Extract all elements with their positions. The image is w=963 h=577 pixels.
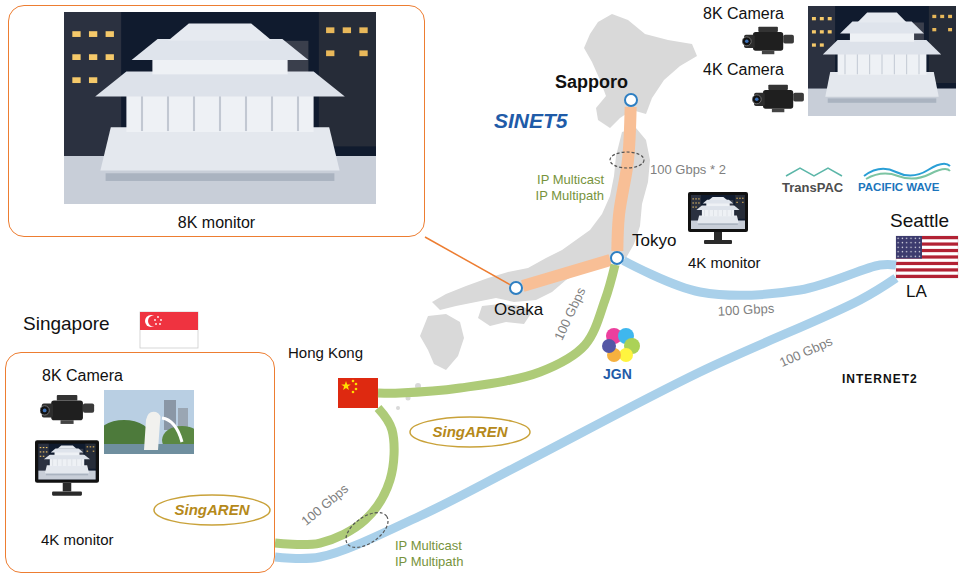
singaren-logo xyxy=(154,495,270,525)
china-flag xyxy=(352,380,358,394)
singapore-flag xyxy=(160,319,162,321)
network-logo: TransPAC xyxy=(782,180,843,196)
city-name: LA xyxy=(906,282,927,302)
china-flag xyxy=(341,381,351,390)
singapore-flag xyxy=(154,316,162,325)
network-logo: INTERNET2 xyxy=(842,372,918,386)
network-logo: PACIFIC WAVE xyxy=(858,181,939,195)
us-flag xyxy=(896,236,922,259)
camera-icon xyxy=(742,27,794,55)
monitor-caption: 8K monitor xyxy=(9,214,424,232)
bandwidth-label: 100 Gbps xyxy=(551,285,589,343)
city-node: Osaka xyxy=(509,281,523,295)
sinet-link xyxy=(523,260,611,286)
pacific-wave-logo xyxy=(864,164,950,179)
network-logo: JGN xyxy=(603,366,632,383)
callout-pointer xyxy=(425,237,510,285)
city-name: Hong Kong xyxy=(288,344,363,361)
singapore-flag xyxy=(154,319,156,321)
singapore-flag xyxy=(148,316,159,327)
singaren-link xyxy=(275,408,394,545)
jgn-logo xyxy=(619,348,633,362)
singapore-flag xyxy=(140,312,198,348)
us-flag xyxy=(896,236,958,278)
site-name: Singapore xyxy=(23,313,110,335)
monitor-photo xyxy=(64,12,376,204)
device-label: 4K Camera xyxy=(703,60,784,79)
jgn-logo xyxy=(602,339,616,353)
pacific-wave-logo xyxy=(866,169,950,179)
internet2-link xyxy=(275,278,896,559)
city-name: Osaka xyxy=(494,300,543,320)
bundle-ellipse xyxy=(610,152,644,168)
bundle-ellipse xyxy=(340,506,394,555)
protocol-note: IP Multicast IP Multipath xyxy=(395,538,471,569)
callout-box: 8K monitor xyxy=(8,5,425,237)
transpac-logo xyxy=(786,168,842,176)
japan-map xyxy=(396,406,400,410)
china-flag xyxy=(352,380,355,383)
city-name: Seattle xyxy=(890,210,949,232)
device-label: 8K Camera xyxy=(703,4,784,23)
jgn-logo xyxy=(602,328,640,362)
china-flag xyxy=(338,378,378,408)
jgn-link xyxy=(378,265,615,393)
china-flag xyxy=(338,378,378,408)
us-flag xyxy=(896,236,958,278)
monitor-icon xyxy=(688,192,748,244)
flag-node: Hong Kong xyxy=(338,378,378,408)
singapore-flag xyxy=(159,323,161,325)
city-name: Tokyo xyxy=(632,231,676,251)
connector-group xyxy=(275,107,896,559)
us-flag xyxy=(896,268,958,271)
bandwidth-label: 100 Gbps xyxy=(777,333,835,370)
us-flag xyxy=(896,236,958,278)
japan-map xyxy=(420,314,464,370)
network-logo: SingAREN xyxy=(175,501,250,519)
protocol-note: IP Multicast IP Multipath xyxy=(528,172,604,203)
china-flag xyxy=(355,383,358,386)
singapore-flag xyxy=(140,312,198,348)
device-label: 4K monitor xyxy=(41,531,114,548)
merlion-photo xyxy=(96,390,202,456)
city-node: Sapporo xyxy=(624,93,638,107)
us-flag xyxy=(896,275,958,278)
camera-icon xyxy=(40,395,94,424)
singaren-logo xyxy=(410,417,530,447)
singaren-logo xyxy=(154,417,530,525)
camera-icon xyxy=(752,85,804,113)
us-flag xyxy=(896,236,922,259)
singapore-flag xyxy=(140,312,198,330)
camera-photo xyxy=(808,6,956,116)
singapore-flag xyxy=(157,316,159,318)
site-box: Singapore8K Camera4K monitor xyxy=(5,352,275,573)
japan-map xyxy=(584,14,697,128)
network-logo: SINET5 xyxy=(494,108,568,133)
device-label: 8K Camera xyxy=(42,367,123,385)
japan-map xyxy=(396,14,697,410)
bandwidth-label: 100 Gbps xyxy=(298,481,351,529)
bandwidth-label: 100 Gbps * 2 xyxy=(650,162,726,178)
flag-node: SeattleLA xyxy=(896,236,958,278)
city-node: Tokyo xyxy=(610,251,624,265)
transpac-logo xyxy=(786,168,842,176)
china-flag xyxy=(352,391,355,394)
network-logo: SingAREN xyxy=(433,423,508,441)
device-label: 4K monitor xyxy=(688,254,761,272)
city-name: Sapporo xyxy=(555,72,628,93)
singapore-flag xyxy=(155,323,157,325)
china-flag xyxy=(355,388,358,391)
monitor-icon xyxy=(35,440,99,495)
sinet-link xyxy=(617,107,630,251)
us-flag xyxy=(896,262,958,265)
bandwidth-label: 100 Gbps xyxy=(717,301,774,320)
